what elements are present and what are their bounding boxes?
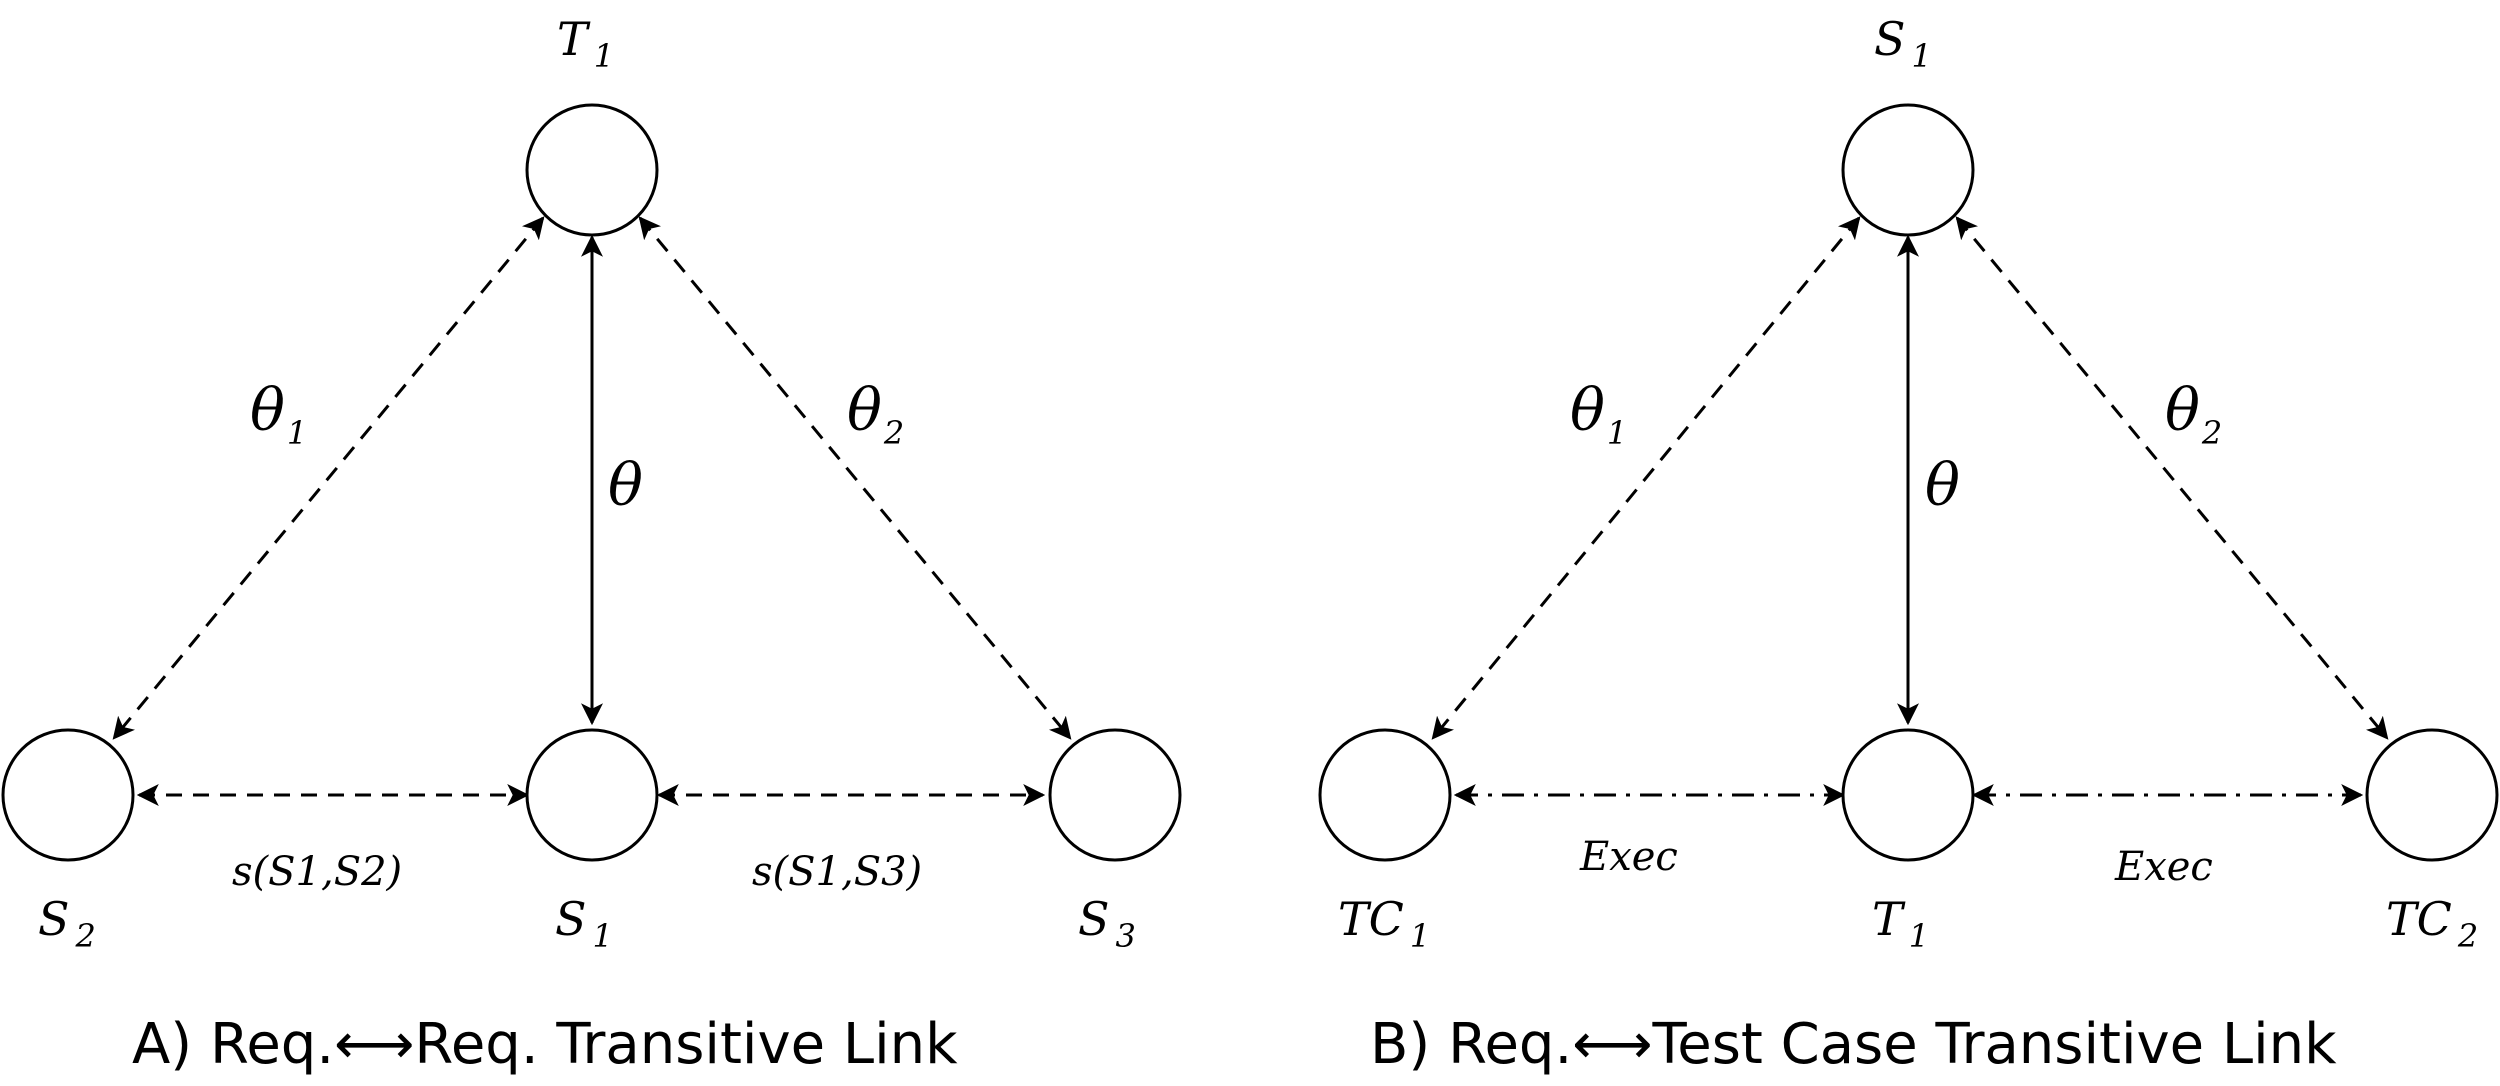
caption-a: A) Req.⟷Req. Transitive Link (132, 1012, 958, 1077)
caption-b: B) Req.⟷Test Case Transitive Link (1370, 1012, 2337, 1077)
edge-left-diagonal (112, 216, 545, 740)
edge-bottom-right-label: Exec (2114, 844, 2213, 890)
edge-vertical-label: θ (608, 451, 643, 519)
node-top (525, 103, 659, 237)
edge-right-diagonal (638, 216, 1072, 740)
edge-right-diagonal-label: θ2 (847, 376, 904, 452)
node-bottom-left (1318, 728, 1452, 862)
edge-left-diagonal-label: θ1 (250, 376, 307, 452)
node-bottom-right (2365, 728, 2499, 862)
edge-bottom-left-label: s(S1,S2) (232, 849, 402, 895)
node-top (1841, 103, 1975, 237)
edge-left-diagonal-label: θ1 (1570, 376, 1627, 452)
edge-left-diagonal (1431, 216, 1861, 740)
edge-vertical-label: θ (1925, 451, 1960, 519)
edge-right-diagonal-label: θ2 (2165, 376, 2222, 452)
node-bottom-center (1841, 728, 1975, 862)
node-bottom-center (525, 728, 659, 862)
edge-right-diagonal (1955, 216, 2389, 740)
node-bottom-left (1, 728, 135, 862)
edge-bottom-right-label: s(S1,S3) (752, 849, 922, 895)
edge-bottom-left-label: Exec (1579, 834, 1678, 880)
node-bottom-right (1048, 728, 1182, 862)
